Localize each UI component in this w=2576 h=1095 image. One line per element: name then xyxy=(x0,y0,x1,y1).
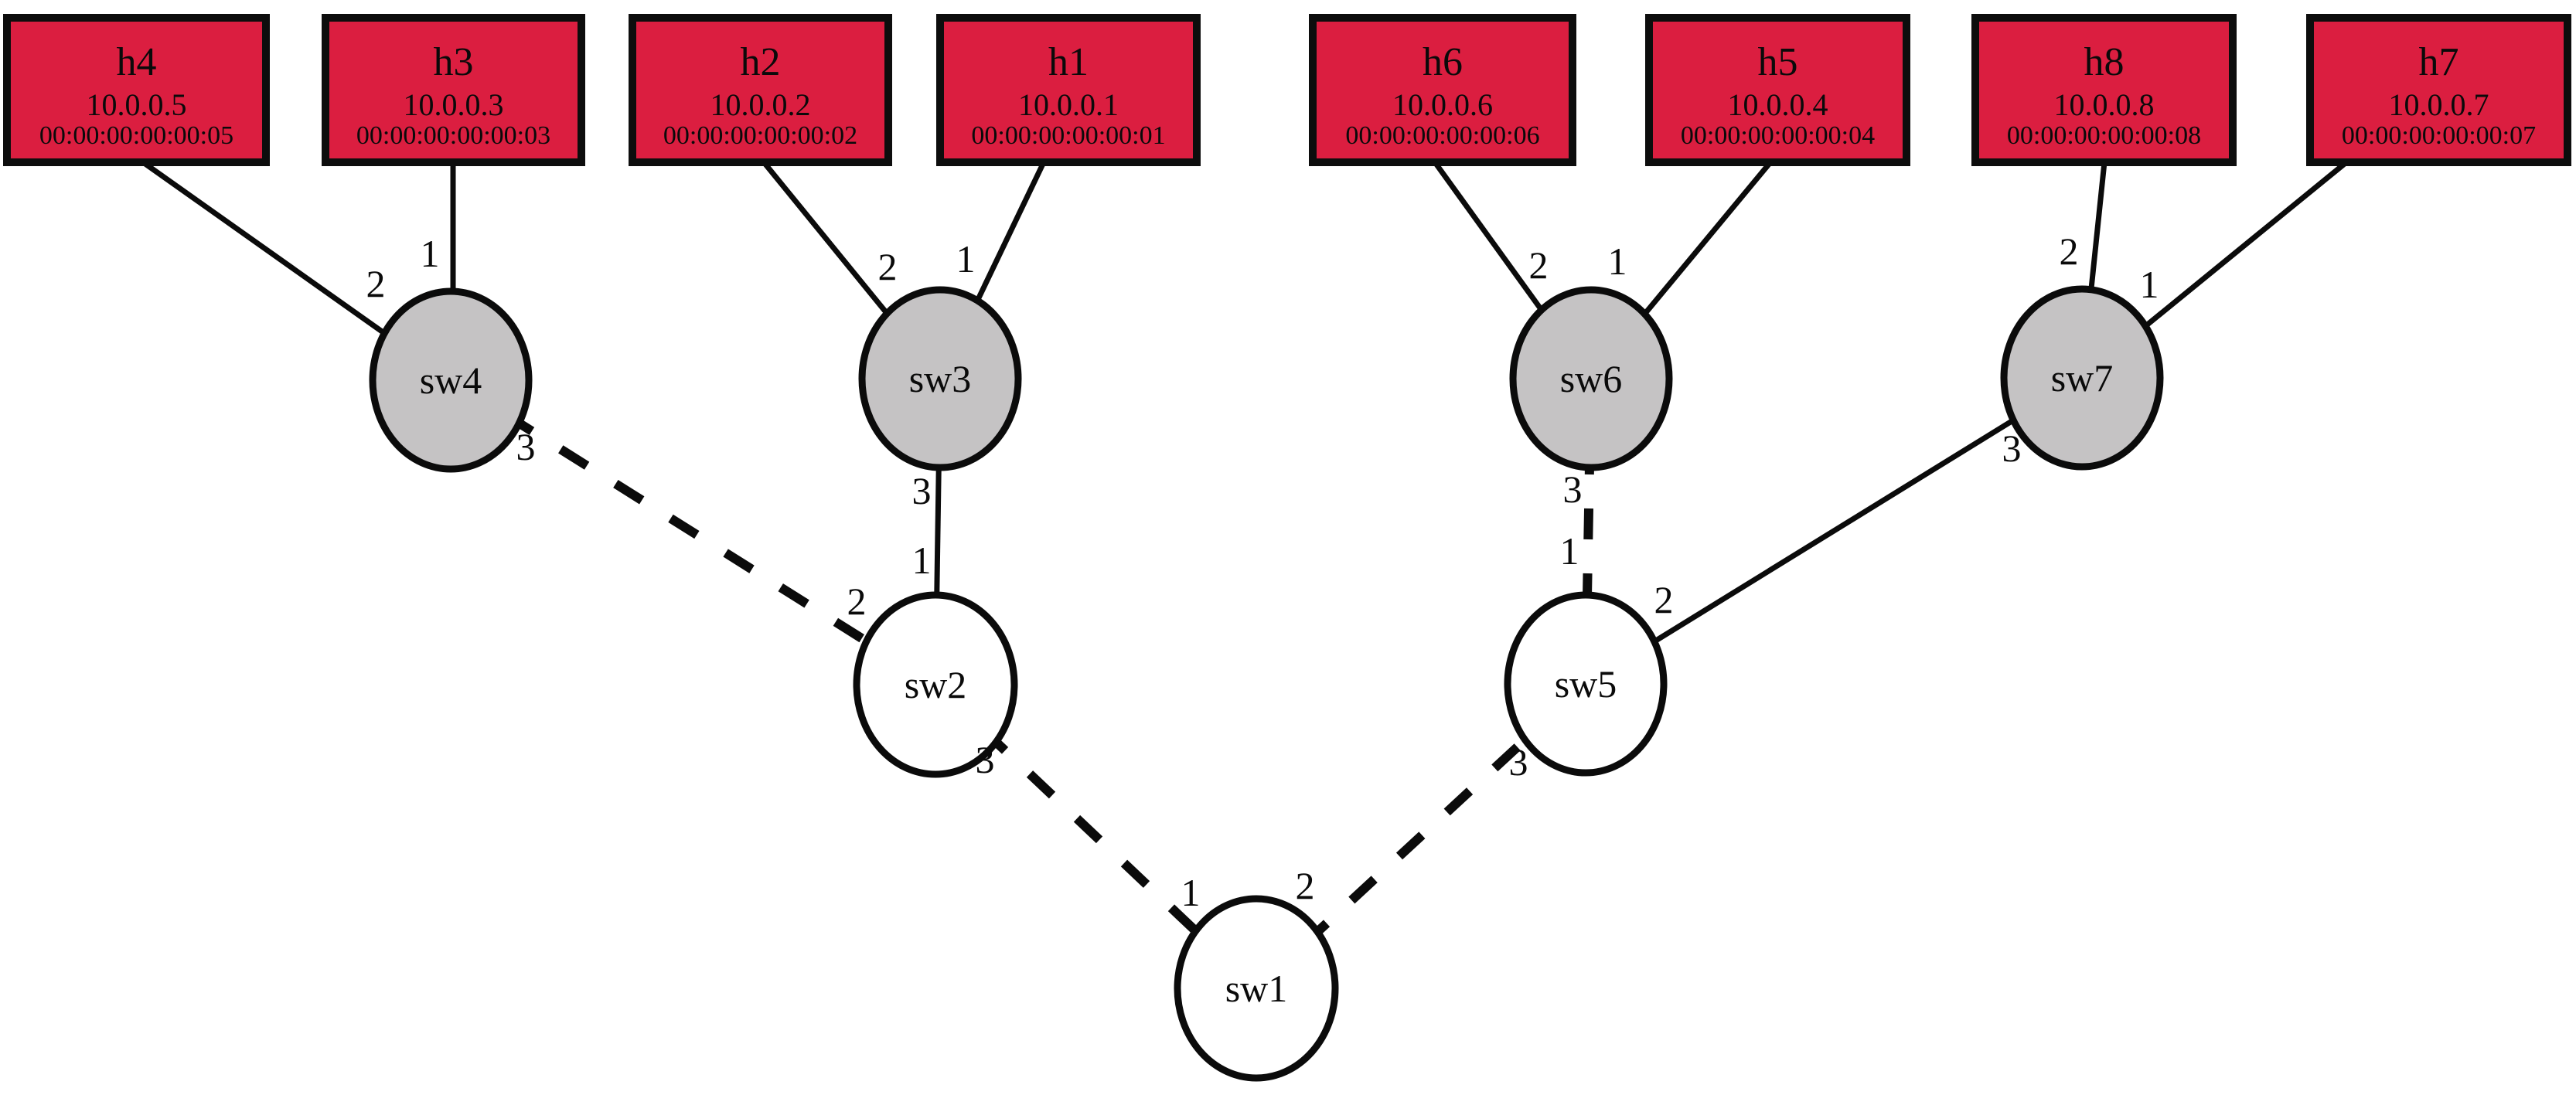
port-label-h8-sw7-2: 2 xyxy=(2060,230,2079,273)
host-mac-h5: 00:00:00:00:00:04 xyxy=(1681,121,1875,150)
port-label-sw6-sw5-3: 3 xyxy=(1563,468,1583,511)
host-ip-h6: 10.0.0.6 xyxy=(1392,87,1493,122)
switch-node-sw3 xyxy=(858,286,1022,471)
host-mac-h8: 00:00:00:00:00:08 xyxy=(2007,121,2201,150)
host-ip-h8: 10.0.0.8 xyxy=(2054,87,2155,122)
host-mac-h3: 00:00:00:00:00:03 xyxy=(356,121,550,150)
host-mac-h6: 00:00:00:00:00:06 xyxy=(1345,121,1539,150)
host-ip-h1: 10.0.0.1 xyxy=(1018,87,1119,122)
host-name-h1: h1 xyxy=(1048,40,1089,84)
port-label-h5-sw6-1: 1 xyxy=(1608,240,1627,283)
port-label-sw3-sw2-3: 3 xyxy=(912,469,932,512)
switch-node-sw4 xyxy=(369,287,533,473)
host-mac-h4: 00:00:00:00:00:05 xyxy=(39,121,233,150)
switch-node-sw1 xyxy=(1174,895,1339,1082)
host-node-h8 xyxy=(1971,14,2237,166)
link-sw4-sw2 xyxy=(448,376,939,689)
port-label-sw2-sw1-3: 3 xyxy=(976,738,995,781)
host-name-h7: h7 xyxy=(2419,40,2459,84)
switch-label-sw3: sw3 xyxy=(909,357,972,400)
host-node-h1 xyxy=(936,14,1201,166)
host-node-h3 xyxy=(322,14,585,166)
host-node-h7 xyxy=(2306,14,2571,166)
port-label-h2-sw3-2: 2 xyxy=(878,245,898,288)
host-name-h5: h5 xyxy=(1758,40,1798,84)
port-label-sw2-sw1-1: 1 xyxy=(1181,871,1201,914)
port-label-sw6-sw5-1: 1 xyxy=(1560,529,1579,573)
host-node-h4 xyxy=(3,14,270,166)
host-name-h4: h4 xyxy=(117,40,157,84)
switch-label-sw7: sw7 xyxy=(2051,356,2114,400)
switch-label-sw4: sw4 xyxy=(420,359,482,402)
host-ip-h2: 10.0.0.2 xyxy=(710,87,811,122)
port-label-sw4-sw2-2: 2 xyxy=(847,580,867,623)
switch-node-sw7 xyxy=(2000,285,2164,471)
host-name-h2: h2 xyxy=(741,40,781,84)
link-sw7-sw5 xyxy=(1584,376,2084,686)
host-name-h3: h3 xyxy=(434,40,474,84)
host-name-h8: h8 xyxy=(2084,40,2125,84)
port-label-sw1-sw5-3: 3 xyxy=(1509,740,1528,784)
host-mac-h7: 00:00:00:00:00:07 xyxy=(2342,121,2536,150)
host-ip-h4: 10.0.0.5 xyxy=(87,87,187,122)
switch-node-sw6 xyxy=(1509,286,1673,471)
host-ip-h5: 10.0.0.4 xyxy=(1728,87,1828,122)
host-name-h6: h6 xyxy=(1423,40,1463,84)
host-ip-h7: 10.0.0.7 xyxy=(2389,87,2489,122)
port-label-h1-sw3-1: 1 xyxy=(956,237,976,281)
switch-label-sw2: sw2 xyxy=(905,663,967,706)
switch-node-sw5 xyxy=(1504,591,1668,777)
host-node-h5 xyxy=(1645,14,1910,166)
port-label-sw1-sw5-2: 2 xyxy=(1296,864,1315,907)
host-node-h2 xyxy=(629,14,892,166)
switch-node-sw2 xyxy=(853,591,1018,778)
link-sw6-sw5 xyxy=(1581,378,1596,685)
host-mac-h2: 00:00:00:00:00:02 xyxy=(663,121,857,150)
port-label-sw4-sw2-3: 3 xyxy=(516,425,536,468)
host-mac-h1: 00:00:00:00:00:01 xyxy=(971,121,1165,150)
port-label-h3-sw4-1: 1 xyxy=(421,232,440,275)
port-label-sw7-sw5-2: 2 xyxy=(1654,578,1674,621)
host-ip-h3: 10.0.0.3 xyxy=(404,87,504,122)
port-label-h6-sw6-2: 2 xyxy=(1529,243,1549,287)
host-node-h6 xyxy=(1309,14,1576,166)
port-label-sw7-sw5-3: 3 xyxy=(2002,427,2022,470)
port-label-sw3-sw2-1: 1 xyxy=(912,539,932,582)
switch-label-sw5: sw5 xyxy=(1555,662,1617,706)
switch-label-sw6: sw6 xyxy=(1560,357,1623,400)
port-label-h7-sw7-1: 1 xyxy=(2140,263,2159,306)
switch-label-sw1: sw1 xyxy=(1225,967,1288,1010)
port-label-h4-sw4-2: 2 xyxy=(366,262,386,305)
